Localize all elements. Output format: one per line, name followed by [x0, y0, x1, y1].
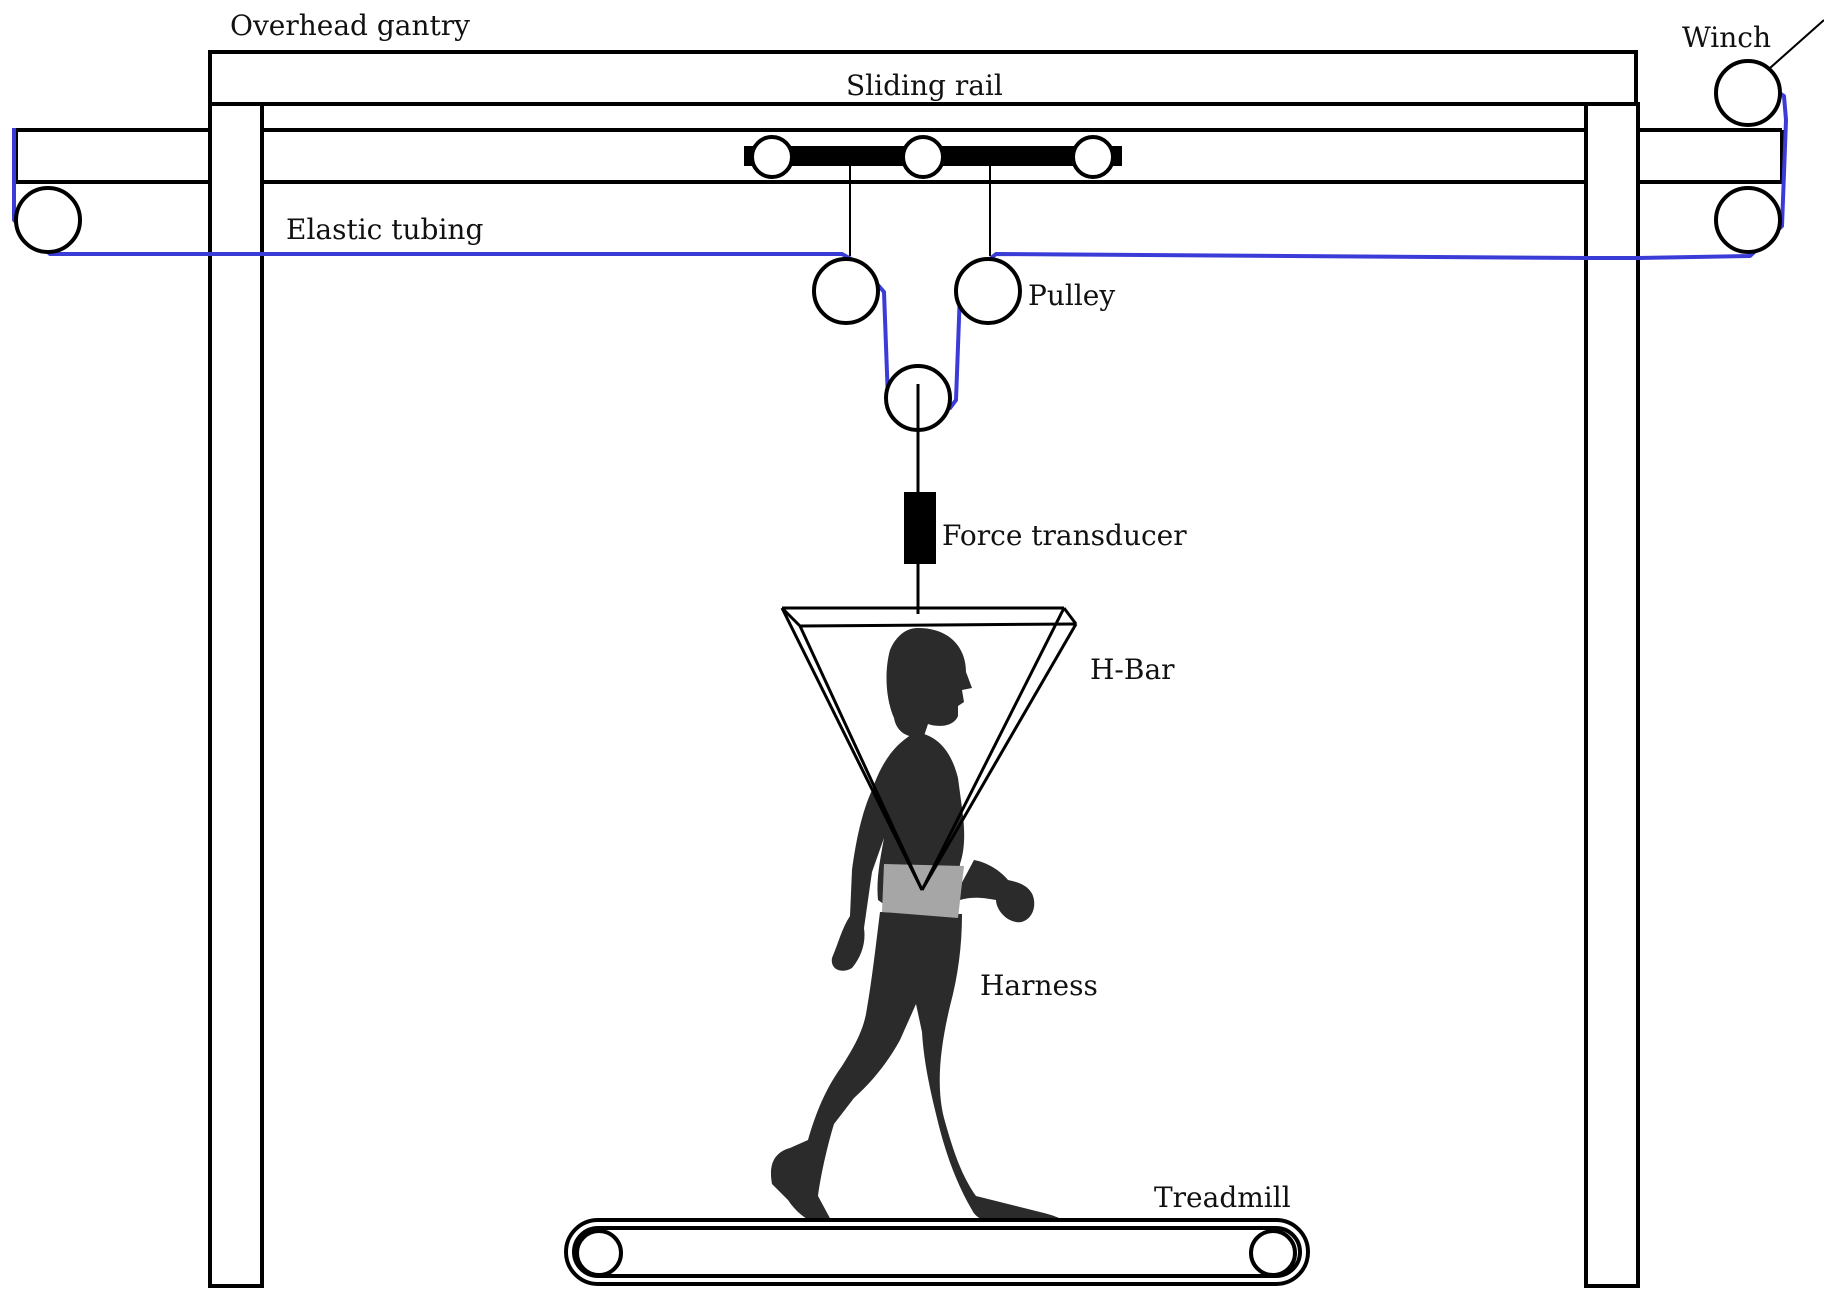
h-bar — [780, 606, 1078, 891]
pulley-left — [812, 257, 880, 325]
winch-pointer — [1769, 19, 1824, 69]
rail-pulleys — [14, 59, 1782, 254]
elastic-tubing — [12, 86, 1788, 410]
force-transducer — [904, 492, 936, 564]
label-sliding-rail: Sliding rail — [846, 69, 1003, 102]
right-rail-pulley — [1714, 186, 1782, 254]
gantry-right-leg — [1584, 102, 1640, 1288]
label-winch: Winch — [1682, 21, 1771, 54]
label-overhead-gantry: Overhead gantry — [230, 9, 470, 42]
label-force-transducer: Force transducer — [942, 519, 1187, 552]
walking-figure — [770, 628, 1067, 1224]
winch-pulley — [1714, 59, 1782, 127]
pulley-right — [954, 257, 1022, 325]
left-rail-pulley — [14, 186, 82, 254]
treadmill — [564, 1218, 1310, 1286]
overhead-gantry — [208, 50, 1640, 1288]
harness-band — [882, 864, 964, 918]
sliding-rail — [14, 128, 1784, 184]
pulley-hangers — [849, 166, 991, 256]
label-treadmill: Treadmill — [1154, 1181, 1291, 1214]
treadmill-left-roller — [575, 1229, 623, 1277]
label-elastic-tubing: Elastic tubing — [286, 213, 484, 246]
label-h-bar: H-Bar — [1090, 653, 1175, 686]
gantry-left-leg — [208, 102, 264, 1288]
treadmill-right-roller — [1249, 1229, 1297, 1277]
label-harness: Harness — [980, 969, 1098, 1002]
pulley-system — [812, 257, 1022, 432]
label-pulley: Pulley — [1028, 279, 1116, 312]
gantry-top-beam — [208, 50, 1638, 106]
sliding-trolley — [744, 135, 1122, 179]
